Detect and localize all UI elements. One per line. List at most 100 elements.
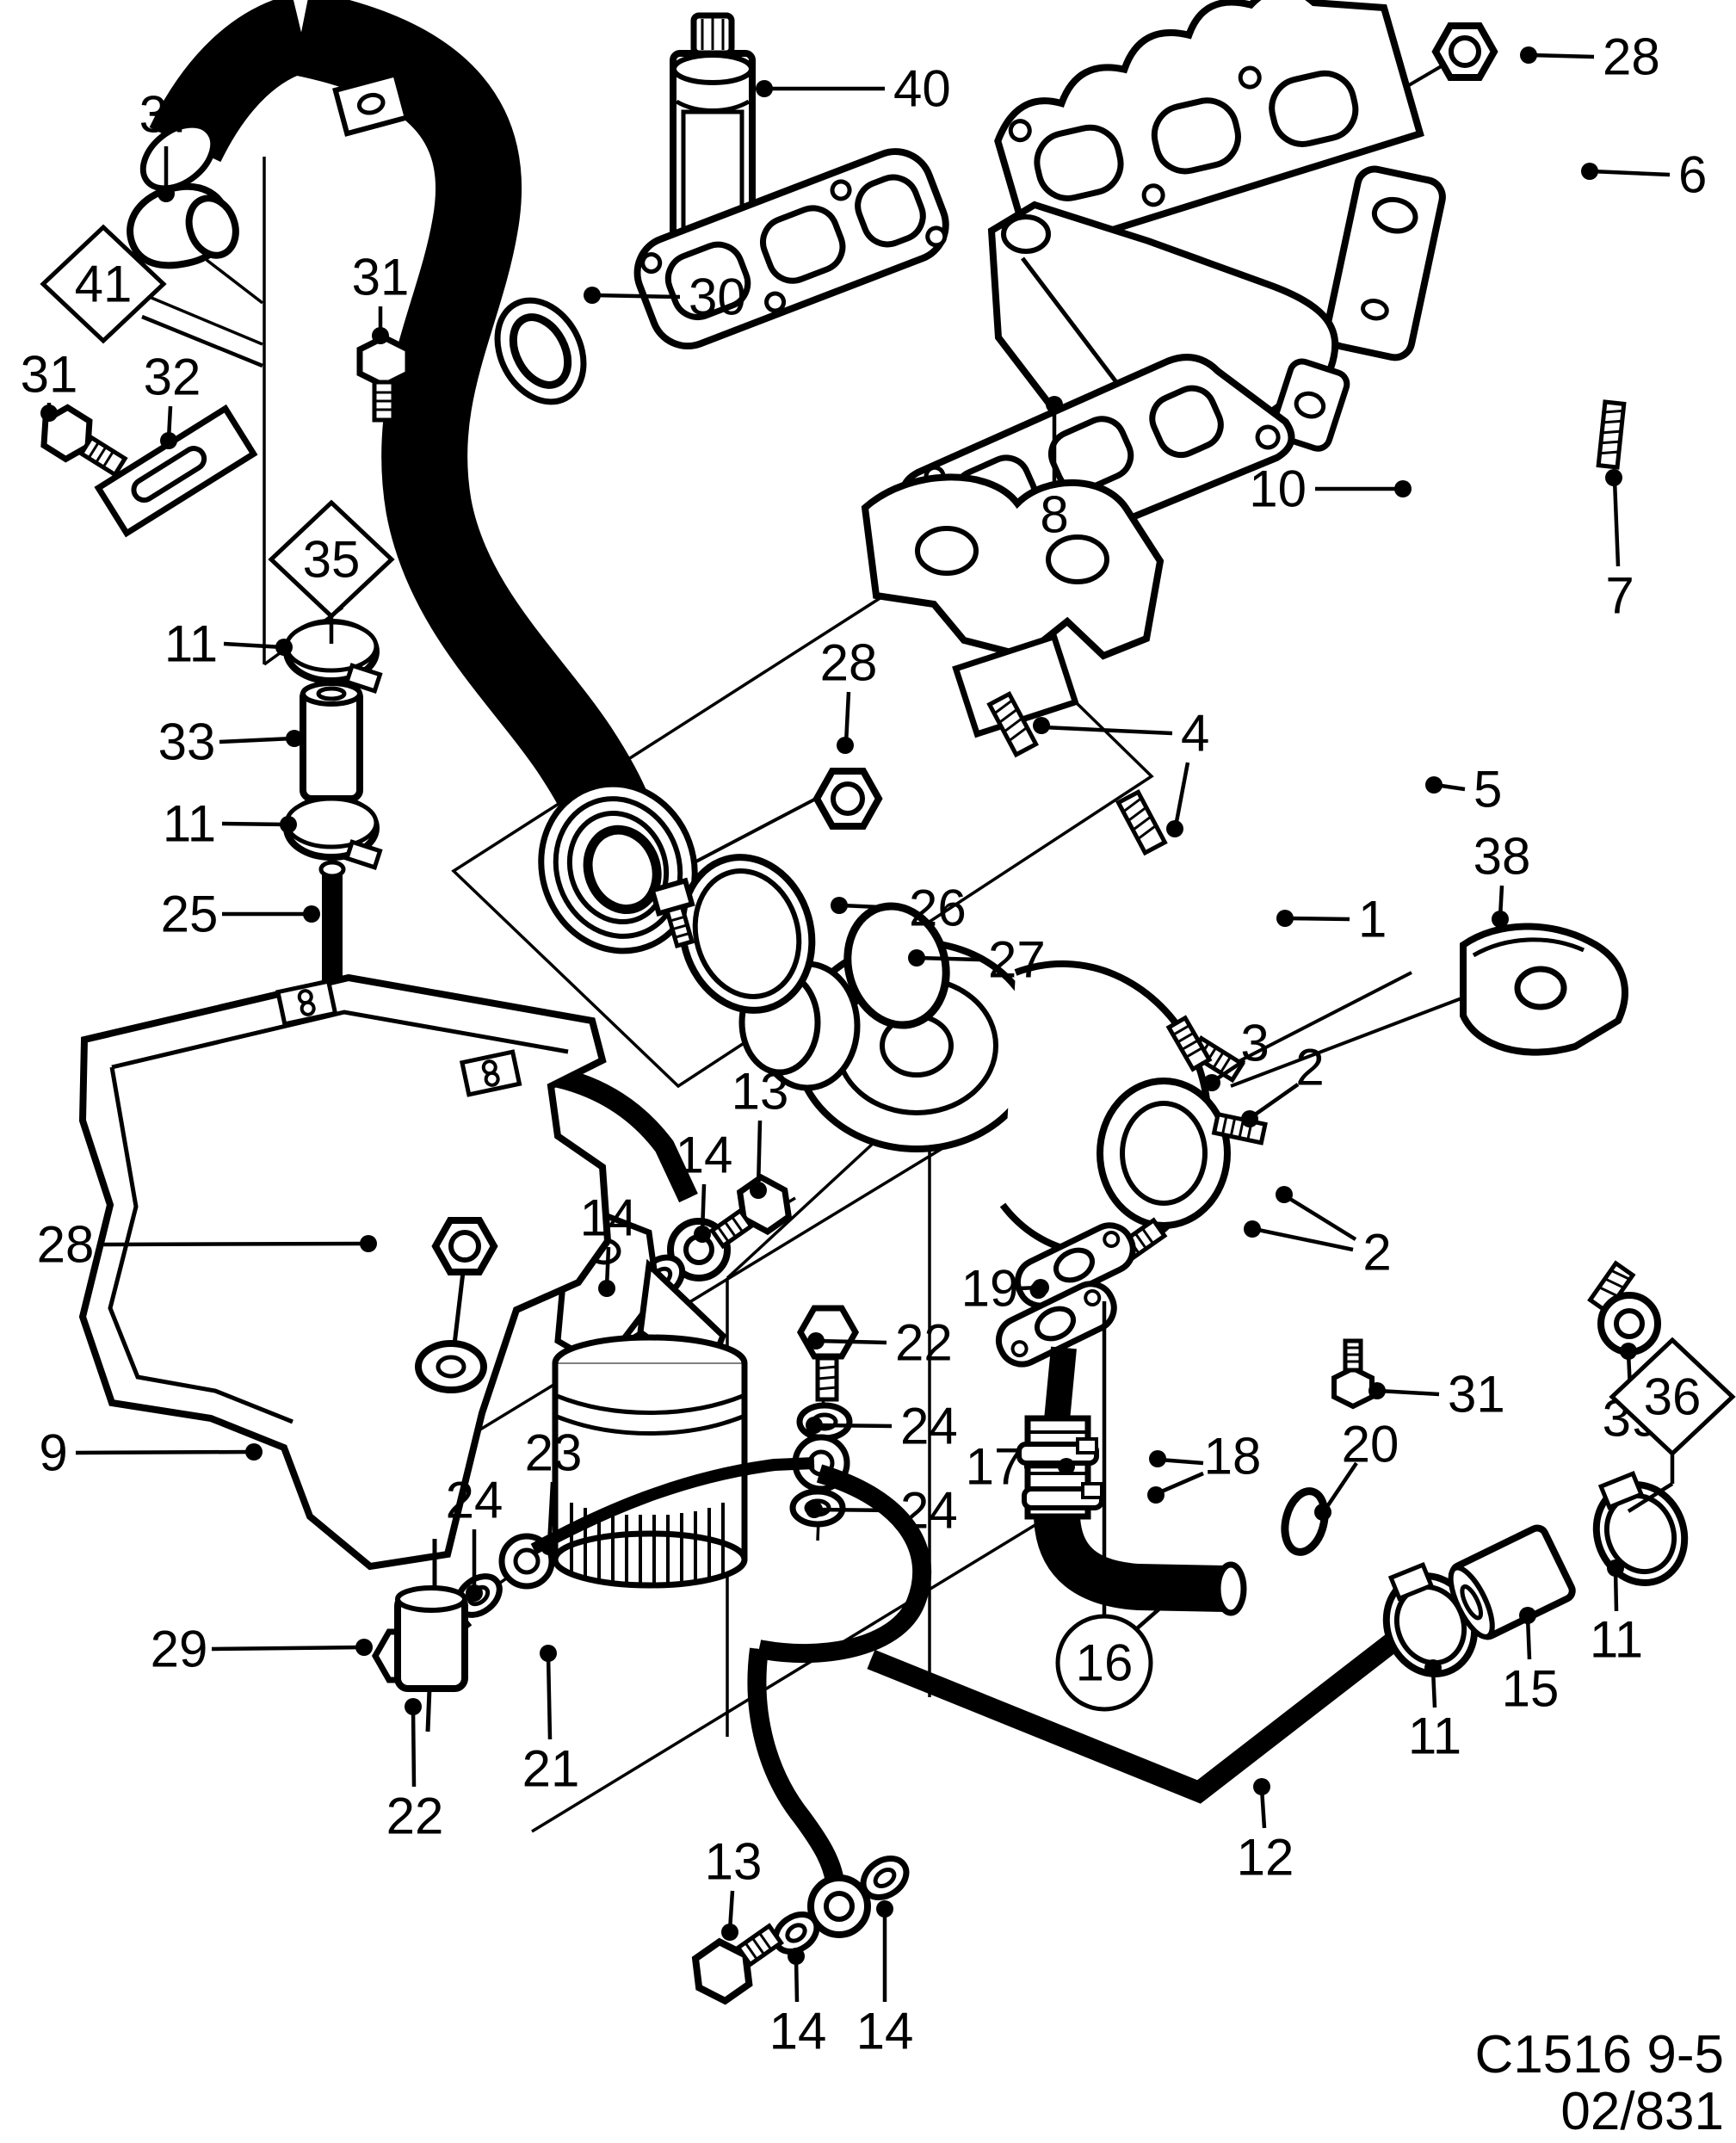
callout-40: 40: [756, 60, 951, 118]
callout-35: 35: [268, 499, 395, 644]
callout-41: 41: [40, 224, 263, 368]
banjo-bolt: [691, 1923, 784, 2005]
callout-label-23: 23: [525, 1424, 583, 1482]
callout-label-40: 40: [893, 60, 951, 118]
spacer-sleeve: [394, 1539, 468, 1732]
stud: [1165, 1015, 1213, 1072]
callout-label-31: 31: [1448, 1366, 1505, 1424]
oil-line-lower: [691, 1647, 910, 2005]
intake-hose: [139, 0, 698, 954]
callout-label-15: 15: [1502, 1660, 1560, 1718]
callout-label-33: 33: [158, 713, 216, 771]
callout-25: 25: [161, 886, 320, 943]
v-band-clamp: [649, 854, 816, 1014]
hose-clamp: [1382, 1561, 1479, 1677]
callout-33: 33: [158, 713, 303, 771]
callout-label-13: 13: [732, 1063, 789, 1121]
callout-label-18: 18: [1204, 1428, 1262, 1485]
o-ring: [1281, 1487, 1329, 1556]
callout-7: 7: [1605, 469, 1634, 625]
exhaust-manifold: [994, 0, 1627, 470]
callout-24: 24: [806, 1482, 958, 1540]
callout-label-3: 3: [1240, 1015, 1269, 1072]
callout-2: 2: [1241, 1039, 1325, 1127]
callout-37: 37: [139, 86, 197, 202]
callout-14: 14: [856, 1900, 914, 2060]
callout-label-22: 22: [895, 1314, 953, 1372]
callout-label-24: 24: [446, 1472, 504, 1529]
callout-label-2: 2: [1362, 1224, 1391, 1281]
hose-clamp: [1022, 1482, 1104, 1510]
socket-bolt: [1587, 1260, 1661, 1356]
callout-14: 14: [769, 1948, 827, 2060]
callout-31: 31: [1368, 1366, 1505, 1424]
callout-label-1: 1: [1358, 891, 1387, 948]
callout-label-26: 26: [909, 880, 967, 937]
filter-knurl: [570, 1503, 725, 1587]
hose: [1448, 1524, 1576, 1640]
callout-label-7: 7: [1605, 567, 1634, 625]
nut: [1431, 22, 1498, 81]
callout-label-17: 17: [966, 1438, 1023, 1496]
callout-3: 3: [1203, 1015, 1270, 1091]
callout-8: 8: [1040, 396, 1069, 544]
callout-label-38: 38: [1473, 828, 1531, 886]
support-bracket: [1460, 923, 1628, 1056]
bolt: [1331, 1338, 1375, 1410]
callout-14: 14: [676, 1127, 733, 1243]
callout-16: 16: [1055, 1301, 1200, 1712]
callout-label-28: 28: [1603, 28, 1660, 86]
callout-label-19: 19: [961, 1260, 1019, 1318]
callout-label-37: 37: [139, 86, 197, 144]
stud: [1115, 789, 1168, 856]
callout-label-20: 20: [1342, 1416, 1399, 1473]
callout-11: 11: [164, 615, 293, 673]
hose-clamp: [283, 795, 383, 870]
turbo-heat-shield: [78, 973, 612, 1732]
callout-4: 4: [1033, 705, 1209, 837]
callout-10: 10: [1249, 460, 1412, 518]
callout-31: 31: [352, 249, 410, 344]
callout-24: 24: [446, 1472, 504, 1602]
callout-2: 2: [1244, 1186, 1392, 1281]
callout-28: 28: [820, 634, 877, 754]
rubber-cap: [127, 182, 239, 269]
callout-label-14: 14: [856, 2003, 914, 2060]
oil-return-pipe-group: [995, 1222, 1247, 1616]
callout-14: 14: [580, 1189, 637, 1297]
callout-11: 11: [163, 795, 297, 853]
callout-label-30: 30: [689, 269, 746, 326]
callout-label-14: 14: [769, 2003, 827, 2060]
callout-29: 29: [151, 1621, 373, 1678]
callout-11: 11: [1408, 1659, 1461, 1765]
callout-label-16: 16: [1076, 1634, 1134, 1692]
callout-13: 13: [705, 1833, 762, 1941]
stud: [1596, 399, 1627, 470]
callout-label-10: 10: [1249, 460, 1307, 518]
nut: [431, 1217, 498, 1275]
callout-label-32: 32: [144, 349, 201, 406]
issue-code: 02/831: [1560, 2082, 1724, 2141]
callout-6: 6: [1581, 146, 1707, 204]
callout-20: 20: [1314, 1416, 1399, 1521]
callout-label-31: 31: [352, 249, 410, 306]
callout-label-4: 4: [1181, 705, 1209, 763]
callout-label-14: 14: [676, 1127, 733, 1184]
callout-label-11: 11: [164, 615, 218, 673]
callout-17: 17: [966, 1438, 1075, 1496]
callout-32: 32: [144, 349, 201, 449]
callout-label-31: 31: [21, 346, 78, 404]
callout-label-36: 36: [1644, 1368, 1702, 1426]
callout-15: 15: [1502, 1607, 1560, 1718]
callout-38: 38: [1473, 828, 1531, 928]
callout-label-11: 11: [1408, 1708, 1461, 1765]
callout-12: 12: [1237, 1778, 1294, 1887]
hose-clamp: [1592, 1470, 1689, 1586]
callout-label-11: 11: [1590, 1611, 1643, 1669]
callout-label-5: 5: [1473, 761, 1502, 818]
callout-label-24: 24: [900, 1398, 958, 1455]
callout-label-12: 12: [1237, 1829, 1294, 1887]
